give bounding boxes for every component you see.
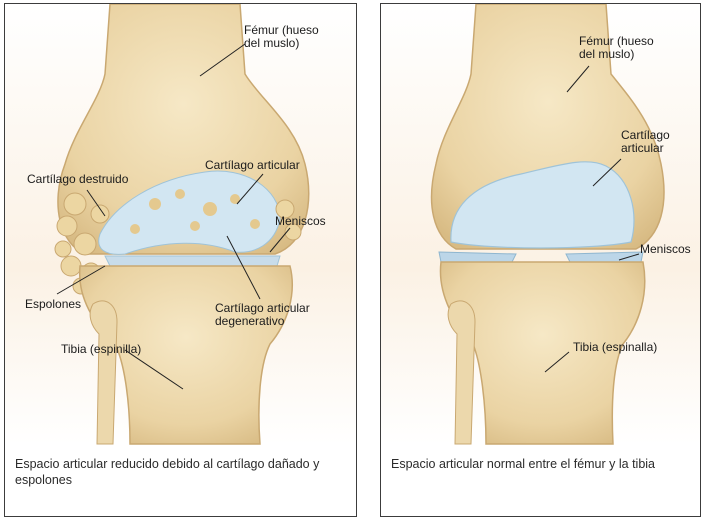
normal-knee-illustration (381, 4, 701, 517)
label-femur: Fémur (hueso del muslo) (244, 24, 319, 50)
label-meniscos: Meniscos (275, 215, 326, 228)
caption-right: Espacio articular normal entre el fémur … (391, 456, 691, 472)
left-panel-osteoarthritic-knee: Fémur (hueso del muslo) Cartílago articu… (4, 3, 357, 517)
label-femur: Fémur (hueso del muslo) (579, 35, 654, 61)
label-espolones: Espolones (25, 298, 81, 311)
caption-left: Espacio articular reducido debido al car… (15, 456, 345, 488)
label-cartilage-degenerative: Cartílago articular degenerativo (215, 302, 310, 328)
label-tibia: Tibia (espinilla) (61, 343, 141, 356)
label-cartilage-articular: Cartílago articular (205, 159, 300, 172)
right-panel-normal-knee: Fémur (hueso del muslo) Cartílago articu… (380, 3, 701, 517)
label-meniscos: Meniscos (640, 243, 691, 256)
label-tibia: Tibia (espinalla) (573, 341, 657, 354)
label-cartilage-destroyed: Cartílago destruido (27, 173, 128, 186)
label-cartilage-articular: Cartílago articular (621, 129, 670, 155)
meniscus (105, 256, 280, 266)
osteoarthritic-knee-illustration (5, 4, 357, 517)
